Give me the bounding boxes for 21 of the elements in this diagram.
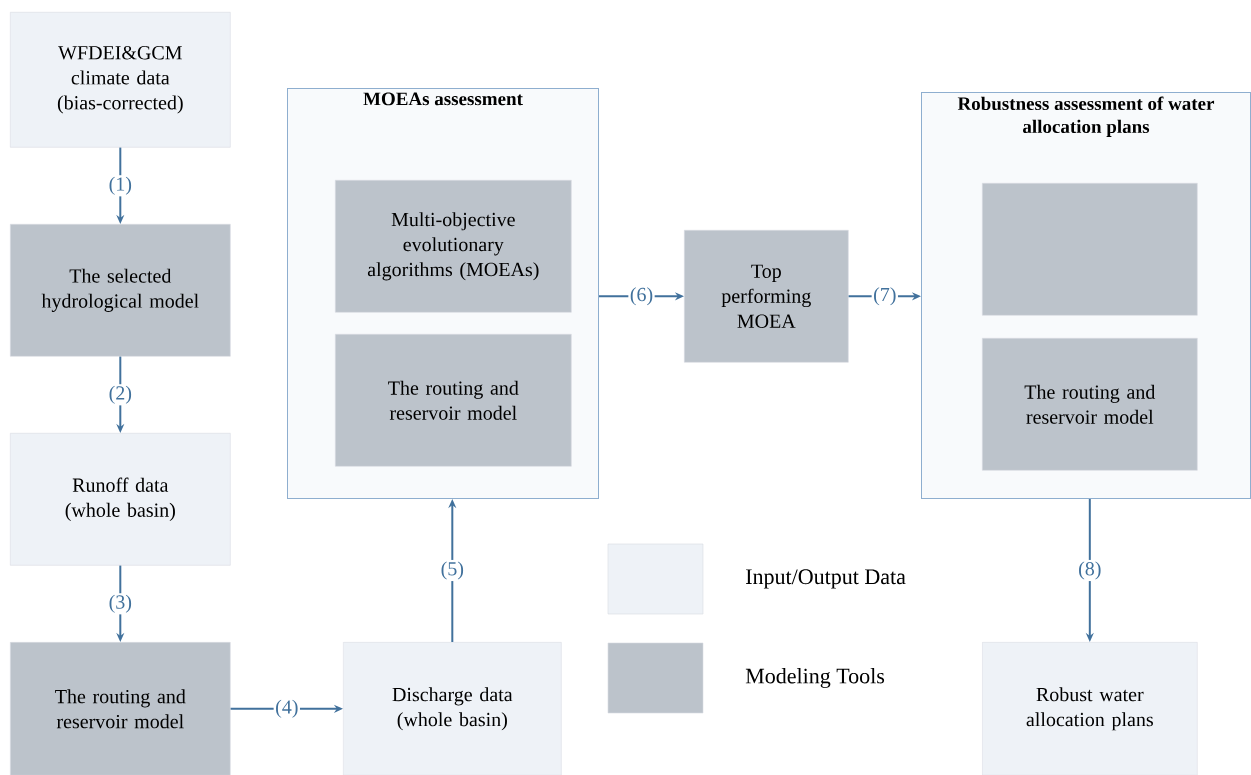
- legend-label: Modeling Tools: [745, 668, 885, 688]
- edge-label: (2): [107, 384, 134, 406]
- process-box: Top performing MOEA: [684, 230, 849, 363]
- process-box: [982, 183, 1198, 316]
- edge-label: (4): [273, 698, 300, 720]
- data-box: Discharge data (whole basin): [343, 642, 562, 775]
- edge-label: (8): [1076, 559, 1103, 582]
- process-box: The routing and reservoir model: [982, 338, 1198, 471]
- process-box: The routing and reservoir model: [335, 334, 572, 467]
- edge-label: (3): [107, 593, 134, 615]
- process-box: Multi-objective evolutionary algorithms (MOEAs): [335, 180, 572, 313]
- process-box: The routing and reservoir model: [10, 642, 231, 775]
- edge-label: (7): [871, 285, 898, 307]
- data-box: WFDEI&GCM climate data (bias-corrected): [10, 12, 231, 148]
- edge-label: (5): [439, 559, 466, 582]
- process-box: The selected hydrological model: [10, 224, 231, 357]
- edge-label: (1): [107, 175, 134, 197]
- data-box: Robust water allocation plans: [982, 642, 1198, 775]
- legend-label: Input/Output Data: [746, 569, 906, 589]
- data-box: Runoff data (whole basin): [10, 433, 231, 566]
- edge-label: (6): [628, 285, 655, 307]
